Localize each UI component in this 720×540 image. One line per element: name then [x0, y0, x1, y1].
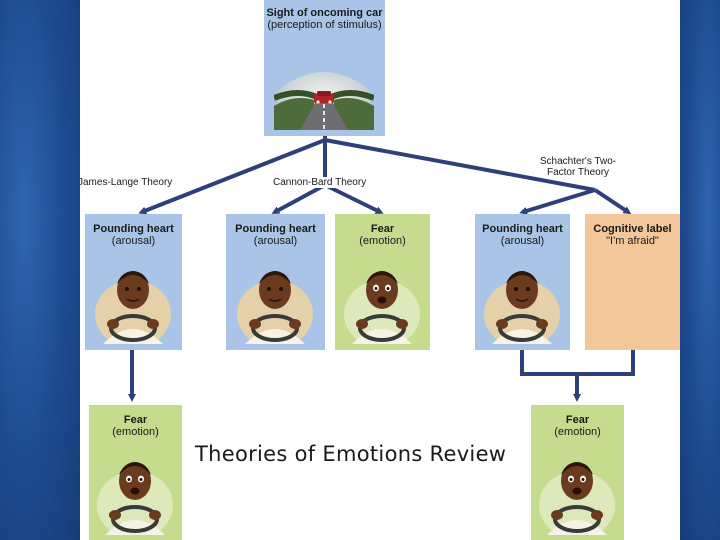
jl-fear-box: Fear (emotion) — [89, 405, 182, 540]
jl-heart-title: Pounding heart — [93, 223, 174, 235]
calm-driver-illustration — [484, 271, 560, 344]
jl-fear-title: Fear — [123, 414, 148, 426]
connector-arrows — [128, 136, 635, 402]
jl-fear-sub: (emotion) — [112, 426, 159, 438]
schachter-label: Schachter's Two-Factor Theory — [539, 156, 617, 178]
frightened-driver-illustration — [97, 462, 173, 535]
sc-heart-sub: (arousal) — [500, 235, 545, 247]
frightened-driver-illustration — [539, 462, 615, 535]
cb-fear-box: Fear (emotion) — [335, 214, 430, 350]
arrow-to-sc-label — [593, 188, 632, 215]
cannon-bard-label: Cannon-Bard Theory — [273, 177, 367, 188]
cognitive-label-quote: "I'm afraid" — [606, 235, 659, 247]
cb-fear-title: Fear — [370, 223, 395, 235]
sc-fear-title: Fear — [565, 414, 590, 426]
cognitive-label-box: Cognitive label "I'm afraid" — [585, 214, 680, 350]
frightened-driver-illustration — [344, 271, 420, 344]
sc-pounding-heart-box: Pounding heart (arousal) — [475, 214, 570, 350]
sc-fear-sub: (emotion) — [554, 426, 601, 438]
diagram-slide: Sight of oncoming car (perception of sti… — [80, 0, 680, 540]
arrow-to-cb-fear — [324, 183, 384, 214]
right-background-panel — [680, 0, 720, 540]
sc-heart-title: Pounding heart — [482, 223, 563, 235]
james-lange-label: James-Lange Theory — [80, 177, 173, 188]
jl-heart-sub: (arousal) — [111, 235, 156, 247]
calm-driver-illustration — [237, 271, 313, 344]
cb-fear-sub: (emotion) — [359, 235, 406, 247]
road-car-illustration — [274, 72, 374, 130]
cb-pounding-heart-box: Pounding heart (arousal) — [226, 214, 325, 350]
sc-merge-line — [520, 350, 635, 376]
stimulus-box: Sight of oncoming car (perception of sti… — [264, 0, 385, 136]
jl-pounding-heart-box: Pounding heart (arousal) — [85, 214, 182, 350]
slide-caption: Theories of Emotions Review — [195, 442, 507, 466]
sc-fear-box: Fear (emotion) — [531, 405, 624, 540]
calm-driver-illustration — [95, 271, 171, 344]
stimulus-title: Sight of oncoming car — [266, 7, 383, 19]
arrow-to-cb-heart — [271, 183, 326, 214]
cb-heart-title: Pounding heart — [235, 223, 316, 235]
stimulus-subtitle: (perception of stimulus) — [267, 19, 382, 31]
cognitive-label-title: Cognitive label — [593, 223, 672, 235]
arrow-to-sc-split — [324, 138, 596, 192]
cb-heart-sub: (arousal) — [253, 235, 298, 247]
arrow-to-sc-heart — [519, 188, 596, 215]
left-background-panel — [0, 0, 80, 540]
arrow-to-jl-heart — [138, 138, 326, 215]
